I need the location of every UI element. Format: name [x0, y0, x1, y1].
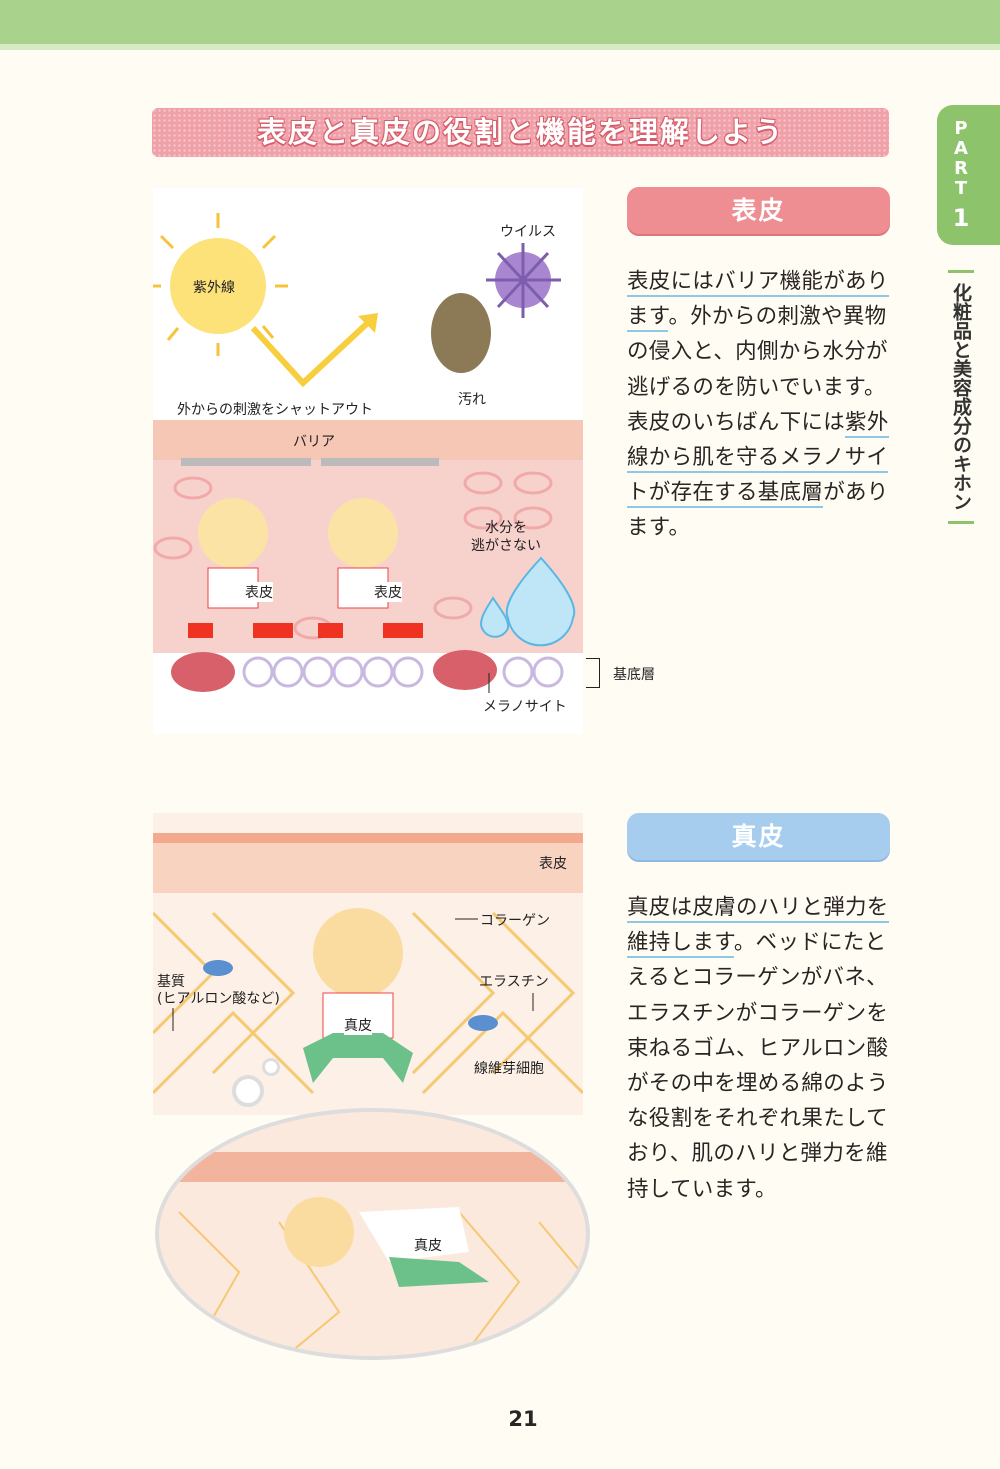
epidermis-paragraph: 表皮にはバリア機能があります。外からの刺激や異物の侵入と、内側から水分が逃げるの…: [627, 264, 897, 546]
character-epidermis-2: [318, 498, 423, 638]
epidermis-drawing: [153, 213, 583, 693]
underlined-text: トが存在する基底層: [627, 480, 824, 509]
paragraph-line: 維持します。ベッドにたと: [627, 925, 897, 960]
label-matrix: 基質: [157, 974, 185, 990]
label-matrix-sub: (ヒアルロン酸など): [157, 991, 280, 1007]
text-segment: ます。: [627, 515, 691, 541]
paragraph-line: エラスチンがコラーゲンを: [627, 996, 897, 1031]
text-segment: エラスチンがコラーゲンを: [627, 1000, 889, 1026]
paragraph-line: トが存在する基底層があり: [627, 475, 897, 510]
fibroblast-icon: [203, 960, 233, 976]
heading-epidermis: 表皮: [627, 187, 890, 234]
melanocyte-icon: [433, 650, 497, 690]
underlined-text: 紫外: [845, 409, 889, 438]
underlined-text: 線から肌を守るメラノサイ: [627, 445, 889, 474]
page-number: 21: [508, 1407, 538, 1431]
basal-bracket: [586, 658, 600, 688]
label-epidermis-layer: 表皮: [539, 856, 567, 872]
sun-icon: [153, 213, 288, 356]
paragraph-line: ます。外からの刺激や異物: [627, 299, 897, 334]
label-collagen: コラーゲン: [480, 913, 550, 929]
text-segment: 束ねるゴム、ヒアルロン酸: [627, 1035, 889, 1061]
paragraph-line: えるとコラーゲンがバネ、: [627, 960, 897, 995]
part-number: 1: [952, 204, 970, 232]
text-segment: 。外からの刺激や異物: [668, 304, 887, 330]
thought-bubble-dot: [232, 1075, 264, 1107]
thought-bubble-dot: [262, 1058, 280, 1076]
paragraph-line: 持しています。: [627, 1172, 897, 1207]
paragraph-line: 逃げるのを防いでいます。: [627, 370, 897, 405]
paragraph-line: がその中を埋める綿のよう: [627, 1066, 897, 1101]
tired-character: [284, 1197, 489, 1287]
label-basal: 基底層: [613, 667, 655, 683]
heading-dermis: 真皮: [627, 813, 890, 860]
text-segment: 表皮のいちばん下には: [627, 409, 846, 435]
label-tired-dermis: 真皮: [414, 1235, 442, 1255]
chapter-side-title: 化粧品と美容成分のキホン: [948, 270, 974, 524]
paragraph-line: の侵入と、内側から水分が: [627, 334, 897, 369]
paragraph-line: 束ねるゴム、ヒアルロン酸: [627, 1031, 897, 1066]
text-segment: おり、肌のハリと弾力を維: [627, 1141, 888, 1167]
label-dirt: 汚れ: [458, 392, 486, 408]
paragraph-line: ます。: [627, 510, 897, 545]
fibroblast-icon: [468, 1015, 498, 1031]
dirt-icon: [431, 293, 491, 373]
label-elastin: エラスチン: [479, 974, 549, 990]
underlined-text: ます: [627, 304, 669, 333]
text-segment: の侵入と、内側から水分が: [627, 339, 888, 365]
character-dermis: [303, 908, 413, 1083]
label-epidermis-2: 表皮: [374, 582, 402, 602]
top-color-bar: [0, 0, 1000, 50]
underlined-text: 維持します: [627, 930, 734, 959]
text-segment: えるとコラーゲンがバネ、: [627, 965, 888, 991]
paragraph-line: 表皮のいちばん下には紫外: [627, 405, 897, 440]
label-water: 水分を 逃がさない: [471, 520, 541, 554]
text-segment: 逃げるのを防いでいます。: [627, 374, 886, 400]
label-melanocyte: メラノサイト: [483, 699, 567, 715]
part-label: PART: [954, 118, 968, 199]
label-shutout: 外からの刺激をシャットアウト: [177, 402, 373, 418]
label-uv: 紫外線: [193, 280, 235, 296]
character-epidermis-1: [188, 498, 293, 638]
paragraph-line: おり、肌のハリと弾力を維: [627, 1136, 897, 1171]
label-dermis-char: 真皮: [344, 1015, 372, 1035]
paragraph-line: 表皮にはバリア機能があり: [627, 264, 897, 299]
paragraph-line: 真皮は皮膚のハリと弾力を: [627, 890, 897, 925]
deflect-arrow: [250, 315, 376, 388]
label-fibroblast: 線維芽細胞: [474, 1061, 544, 1077]
paragraph-line: 線から肌を守るメラノサイ: [627, 440, 897, 475]
part-tab: PART 1: [937, 105, 1000, 245]
paragraph-line: な役割をそれぞれ果たして: [627, 1101, 897, 1136]
underlined-text: 真皮は皮膚のハリと弾力を: [627, 895, 889, 923]
underlined-text: 表皮にはバリア機能があり: [627, 269, 889, 297]
text-segment: がその中を埋める綿のよう: [627, 1071, 889, 1097]
label-virus: ウイルス: [500, 224, 556, 240]
label-barrier: バリア: [293, 434, 335, 450]
text-segment: 。ベッドにたと: [733, 930, 887, 956]
virus-icon: [486, 243, 561, 318]
text-segment: があり: [823, 480, 889, 506]
water-drop-icon: [480, 556, 576, 647]
dermis-illustration: 表皮 コラーゲン エラスチン 基質 (ヒアルロン酸など) 真皮 線維芽細胞: [153, 813, 583, 1115]
text-segment: な役割をそれぞれ果たして: [627, 1106, 888, 1132]
dermis-paragraph: 真皮は皮膚のハリと弾力を維持します。ベッドにたとえるとコラーゲンがバネ、エラスチ…: [627, 890, 897, 1207]
text-segment: 持しています。: [627, 1176, 777, 1202]
melanocyte-icon: [171, 652, 235, 692]
page-title-banner: 表皮と真皮の役割と機能を理解しよう: [152, 108, 889, 157]
epidermis-illustration: 紫外線 ウイルス 汚れ 外からの刺激をシャットアウト バリア 表皮 表皮 水分を…: [153, 188, 583, 733]
thought-bubble: 真皮: [155, 1108, 590, 1360]
label-epidermis-1: 表皮: [245, 582, 273, 602]
